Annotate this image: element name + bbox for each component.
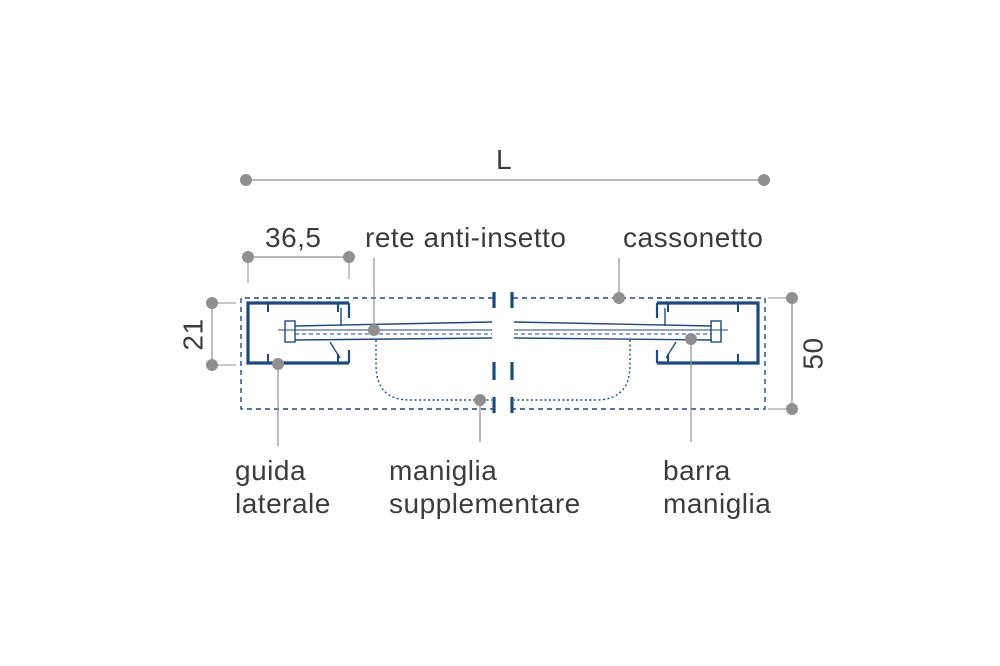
leader-lines: [272, 258, 697, 446]
guide-width-label: 36,5: [265, 222, 322, 253]
handle-bar-label: barra maniglia: [663, 454, 771, 520]
screen-label: rete anti-insetto: [365, 222, 567, 253]
dimension-total-height: [768, 292, 798, 415]
guide-label: guida laterale: [235, 454, 331, 520]
extra-handle-label-line1: maniglia: [389, 455, 498, 486]
extra-handle-curve: [375, 340, 631, 401]
box-label: cassonetto: [623, 222, 764, 253]
guide-height-label: 21: [177, 318, 209, 351]
width-label: L: [496, 144, 513, 175]
total-height-label: 50: [797, 337, 829, 370]
extra-handle-label-line2: supplementare: [389, 488, 581, 519]
dimension-width: [240, 174, 770, 186]
left-guide-profile: [246, 301, 351, 365]
screen-mesh: [278, 308, 728, 359]
extra-handle-label: maniglia supplementare: [389, 454, 581, 520]
break-marks: [492, 292, 514, 413]
dimension-guide-width: [242, 251, 355, 283]
box-outline: [240, 297, 766, 410]
dimension-guide-height: [206, 297, 236, 371]
right-guide-profile: [655, 301, 760, 365]
handle-bar-label-line2: maniglia: [663, 488, 772, 519]
handle-bar-label-line1: barra: [663, 455, 731, 486]
guide-label-line1: guida: [235, 455, 307, 486]
guide-label-line2: laterale: [235, 488, 331, 519]
